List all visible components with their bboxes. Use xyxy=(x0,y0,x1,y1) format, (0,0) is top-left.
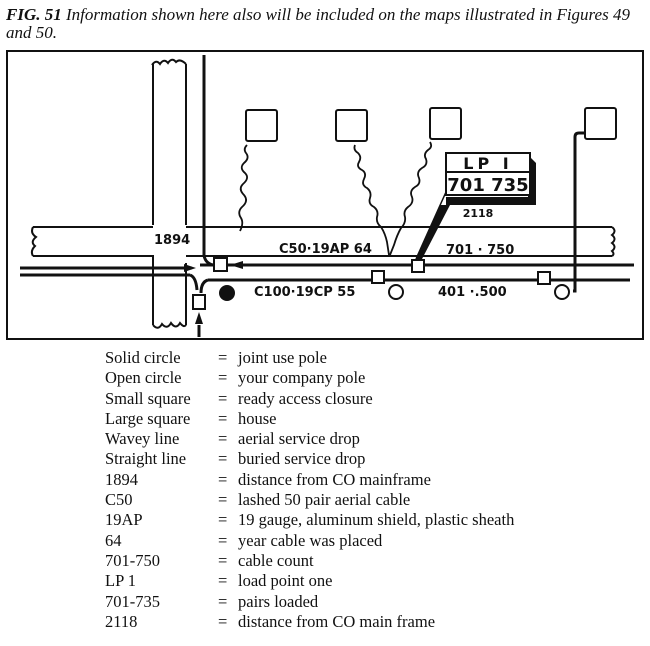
company-pole-icon xyxy=(388,284,404,300)
legend-term: Small square xyxy=(105,388,191,408)
horizontal-street xyxy=(30,226,616,257)
legend-term: 64 xyxy=(105,530,122,550)
legend-term: Wavey line xyxy=(105,429,180,449)
legend-equals: = xyxy=(218,368,228,388)
legend-term: Solid circle xyxy=(105,348,181,367)
distance-label-1894: 1894 xyxy=(154,233,190,248)
ready-access-closure xyxy=(213,257,228,272)
vertical-street xyxy=(151,58,187,329)
legend-item: Wavey line = aerial service drop xyxy=(105,429,514,449)
legend-definition: ready access closure xyxy=(238,388,373,408)
ready-access-closure xyxy=(371,270,385,284)
legend-definition: house xyxy=(238,408,277,428)
legend-equals: = xyxy=(218,429,228,449)
joint-use-pole-icon xyxy=(219,285,235,301)
legend-item: 64 = year cable was placed xyxy=(105,531,514,551)
legend-term: 701-750 xyxy=(105,550,160,570)
legend-item: C50 = lashed 50 pair aerial cable xyxy=(105,490,514,510)
legend-equals: = xyxy=(218,591,228,611)
legend-definition: your company pole xyxy=(238,368,366,388)
legend-equals: = xyxy=(218,490,228,510)
legend-term: 19AP xyxy=(105,510,143,530)
legend-equals: = xyxy=(218,449,228,469)
legend-equals: = xyxy=(218,571,228,591)
upper-aerial-cable xyxy=(20,55,634,270)
legend-equals: = xyxy=(218,388,228,408)
legend-item: 2118 = distance from CO main frame xyxy=(105,612,514,632)
legend-definition: joint use pole xyxy=(238,348,327,367)
caption-text: Information shown here also will be incl… xyxy=(6,5,630,42)
ready-access-closure xyxy=(537,271,551,285)
lower-cable-count: 401 ·.500 xyxy=(438,285,507,300)
legend-definition: buried service drop xyxy=(238,449,366,469)
figure-label: FIG. 51 xyxy=(6,5,62,24)
map-frame xyxy=(6,50,644,340)
house-icon xyxy=(245,109,278,142)
ready-access-closure xyxy=(192,294,206,310)
legend-definition: cable count xyxy=(238,550,314,570)
legend-definition: year cable was placed xyxy=(238,530,383,550)
load-point-callout: LP I 701 735 2118 xyxy=(415,152,536,260)
figure-caption: FIG. 51 Information shown here also will… xyxy=(6,6,646,42)
legend-item: Straight line = buried service drop xyxy=(105,449,514,469)
legend-definition: pairs loaded xyxy=(238,591,319,611)
legend-equals: = xyxy=(218,611,228,631)
lower-cable-label: C100·19CP 55 xyxy=(254,285,355,300)
legend-term: Open circle xyxy=(105,368,182,388)
legend-term: Large square xyxy=(105,408,191,428)
legend-equals: = xyxy=(218,510,228,530)
legend-equals: = xyxy=(218,469,228,489)
legend-term: Straight line xyxy=(105,449,187,469)
upper-cable-label: C50·19AP 64 xyxy=(279,242,372,257)
buried-service-drop xyxy=(573,131,586,293)
load-point-pairs: 701 735 xyxy=(447,175,528,196)
legend-item: LP 1 = load point one xyxy=(105,571,514,591)
aerial-service-drop xyxy=(238,141,433,256)
legend-definition: 19 gauge, aluminum shield, plastic sheat… xyxy=(238,510,515,530)
legend-equals: = xyxy=(218,550,228,570)
legend-term: C50 xyxy=(105,490,133,510)
legend-item: 701-735 = pairs loaded xyxy=(105,592,514,612)
legend-item: Large square = house xyxy=(105,409,514,429)
legend-equals: = xyxy=(218,408,228,428)
arrow-icon xyxy=(195,312,203,324)
legend-equals: = xyxy=(218,348,228,367)
legend-definition: load point one xyxy=(238,571,333,591)
legend-equals: = xyxy=(218,530,228,550)
legend-term: 1894 xyxy=(105,469,138,489)
company-pole-icon xyxy=(554,284,570,300)
legend-definition: aerial service drop xyxy=(238,429,360,449)
house-icon xyxy=(584,107,617,140)
legend-definition: lashed 50 pair aerial cable xyxy=(238,490,411,510)
legend-item: Open circle = your company pole xyxy=(105,368,514,388)
legend-definition: distance from CO main frame xyxy=(238,611,436,631)
ready-access-closure xyxy=(411,259,425,273)
upper-cable-count: 701 · 750 xyxy=(446,243,514,258)
legend-item: 701-750 = cable count xyxy=(105,551,514,571)
legend-item: 1894 = distance from CO mainframe xyxy=(105,470,514,490)
legend-item: Solid circle = joint use pole xyxy=(105,348,514,368)
legend-item: Small square = ready access closure xyxy=(105,389,514,409)
house-icon xyxy=(335,109,368,142)
house-icon xyxy=(429,107,462,140)
arrow-icon xyxy=(230,261,243,269)
lower-cable xyxy=(20,273,630,337)
cable-map: 1894 LP I xyxy=(6,50,644,340)
legend-term: 701-735 xyxy=(105,591,160,611)
load-point-distance: 2118 xyxy=(463,207,494,220)
arrow-icon xyxy=(184,264,196,272)
legend-item: 19AP = 19 gauge, aluminum shield, plastic … xyxy=(105,510,514,530)
load-point-title: LP I xyxy=(463,154,512,173)
legend-term: LP 1 xyxy=(105,571,137,591)
legend-definition: distance from CO mainframe xyxy=(238,469,431,489)
legend-term: 2118 xyxy=(105,611,138,631)
